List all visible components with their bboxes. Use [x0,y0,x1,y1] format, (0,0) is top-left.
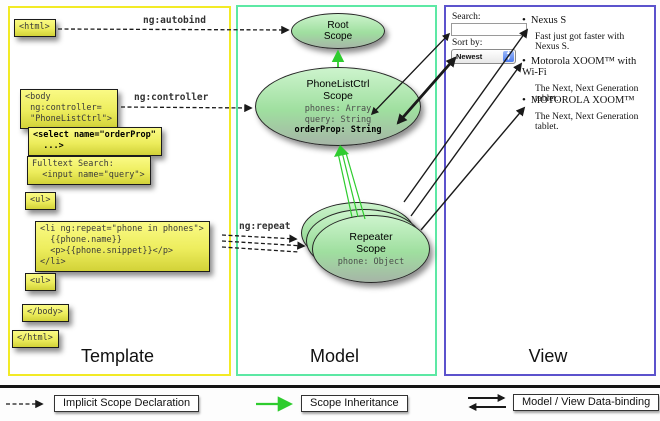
phone-list-item: MOTOROLA XOOM™ The Next, Next Generation… [522,94,648,132]
phone-name: Motorola XOOM™ with Wi-Fi [522,55,648,78]
code-body-open: <body ng:controller= "PhoneListCtrl"> [20,89,118,130]
search-input[interactable] [451,23,527,36]
phone-name: MOTOROLA XOOM™ [522,94,648,106]
view-column-title: View [528,346,568,366]
code-fulltext-search: Fulltext Search: <input name="query"> [27,156,151,186]
dropdown-stepper-icon: ▲▼ [503,50,514,62]
legend-implicit-scope-declaration: Implicit Scope Declaration [54,395,200,412]
ng-autobind-label: ng:autobind [143,15,206,26]
repeater-scope-title: Repeater Scope [349,230,393,255]
phone-name: Nexus S [522,14,648,26]
phone-list-item: Nexus S Fast just got faster with Nexus … [522,14,648,52]
sort-by-label: Sort by: [452,38,483,48]
code-html-close: </html> [12,330,59,349]
ng-controller-label: ng:controller [134,92,209,103]
repeater-scope-prop: phone: Object [337,256,405,267]
code-ul-open: <ul> [25,192,57,211]
code-body-close: </body> [22,304,69,323]
phonelistctrl-scope-orderprop: orderProp: String [294,125,382,136]
phone-snippet: Fast just got faster with Nexus S. [535,32,625,52]
code-li-repeat: <li ng:repeat="phone in phones"> {{phone… [35,221,210,273]
phone-snippet: The Next, Next Generation tablet. [535,112,639,132]
ng-repeat-label: ng:repeat [239,221,291,232]
phonelistctrl-scope-props: phones: Array query: String [304,103,372,125]
repeater-scope-ellipse-front: Repeater Scope phone: Object [312,215,430,283]
code-html-open: <html> [14,19,56,38]
model-column-title: Model [309,346,360,366]
search-label: Search: [452,12,481,22]
phonelistctrl-scope-title: PhoneListCtrl Scope [306,77,370,102]
root-scope-title: Root Scope [323,19,353,43]
legend-scope-inheritance: Scope Inheritance [301,395,408,412]
legend-model-view-databinding: Model / View Data-binding [513,394,660,411]
code-ul-close: <ul> [25,273,57,292]
model-column [236,5,437,376]
sort-dropdown-value: Newest [456,52,483,61]
sort-dropdown[interactable]: Newest ▲▼ [451,49,516,64]
code-select-orderprop: <select name="orderProp" ...> [28,127,162,157]
template-column-title: Template [80,346,155,366]
phonelistctrl-scope-ellipse: PhoneListCtrl Scope phones: Array query:… [255,67,421,146]
legend-separator [0,385,660,388]
root-scope-ellipse: Root Scope [291,13,385,49]
